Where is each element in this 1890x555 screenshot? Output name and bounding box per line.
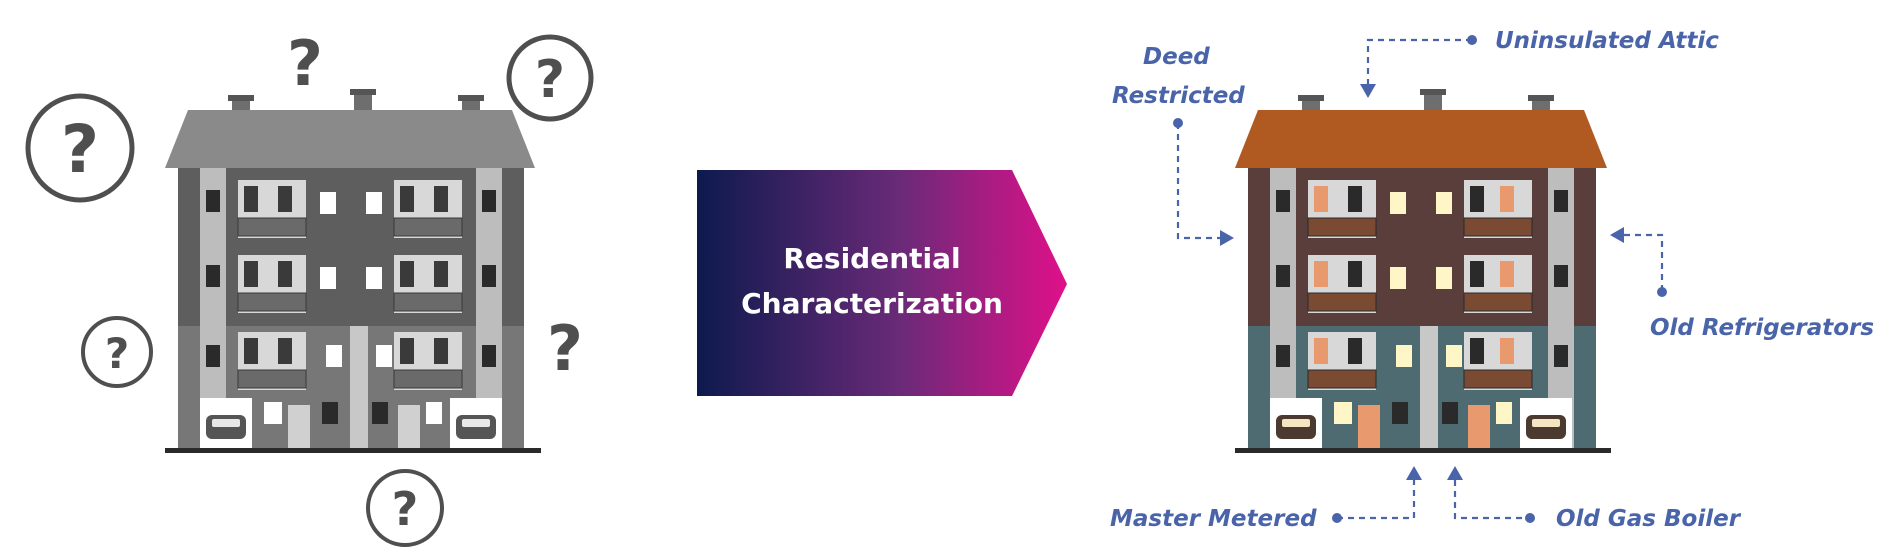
question-circle-icon: ? <box>506 34 594 122</box>
callout-old-gas-boiler: Old Gas Boiler <box>1447 466 1742 532</box>
svg-text:Old Gas Boiler: Old Gas Boiler <box>1556 506 1742 532</box>
transformation-arrow: Residential Characterization <box>697 170 1067 396</box>
unknown-building-icon <box>165 89 541 453</box>
svg-text:?: ? <box>535 50 565 110</box>
question-mark-icon: ? <box>287 27 323 100</box>
callout-master-metered: Master Metered <box>1110 466 1422 532</box>
svg-text:Deed: Deed <box>1143 44 1210 70</box>
question-circle-icon: ? <box>366 469 444 547</box>
svg-text:?: ? <box>105 329 129 378</box>
svg-text:Old Refrigerators: Old Refrigerators <box>1650 315 1874 341</box>
svg-text:Restricted: Restricted <box>1112 83 1245 109</box>
characterized-building-icon <box>1235 89 1611 453</box>
svg-text:Master Metered: Master Metered <box>1110 506 1317 532</box>
question-mark-icon: ? <box>547 312 583 385</box>
question-circle-icon: ? <box>81 316 153 388</box>
question-circle-icon: ? <box>25 93 135 203</box>
callout-deed-restricted: Deed Restricted <box>1112 44 1245 246</box>
svg-text:?: ? <box>61 111 99 188</box>
callout-uninsulated-attic: Uninsulated Attic <box>1360 28 1719 98</box>
svg-text:Uninsulated Attic: Uninsulated Attic <box>1495 28 1719 54</box>
arrow-label-line2: Characterization <box>741 287 1003 320</box>
svg-text:?: ? <box>392 482 419 536</box>
arrow-label-line1: Residential <box>783 242 960 275</box>
question-marks: ? ? ? ? ? ? <box>25 27 594 547</box>
callout-old-refrigerators: Old Refrigerators <box>1610 227 1874 341</box>
